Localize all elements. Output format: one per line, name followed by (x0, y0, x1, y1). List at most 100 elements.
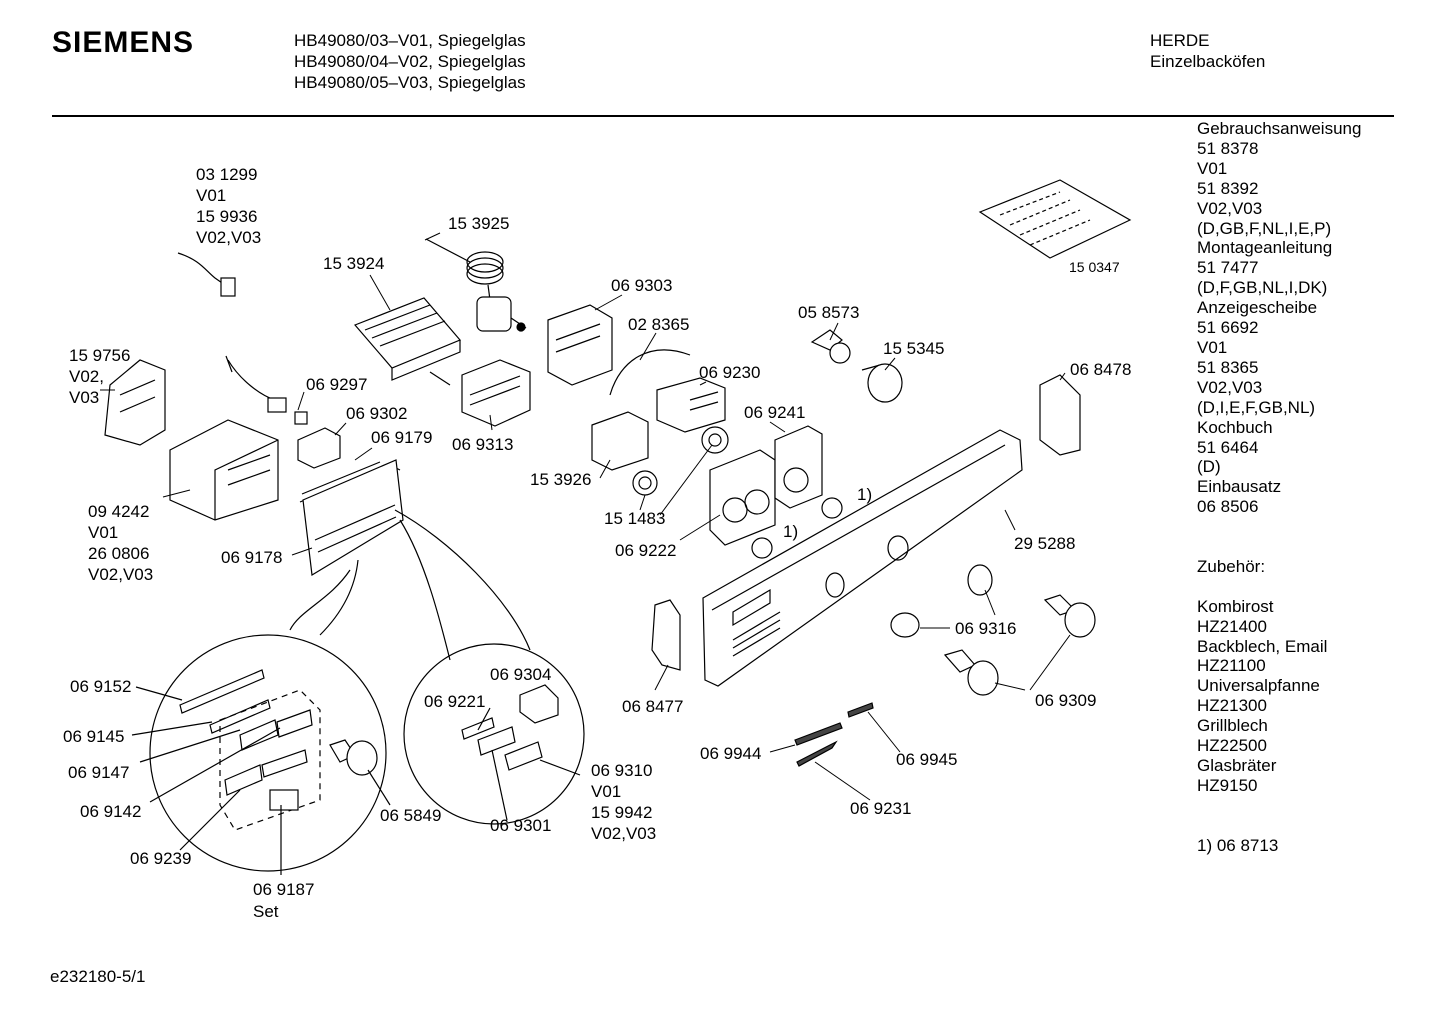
sidebar-line: HZ21400 (1197, 616, 1267, 636)
sidebar-line: HZ21300 (1197, 696, 1267, 716)
sidebar-line: Montageanleitung (1197, 238, 1333, 258)
model-line: HB49080/03–V01, Spiegelglas (294, 31, 526, 50)
model-list: HB49080/03–V01, Spiegelglas HB49080/04–V… (294, 30, 526, 93)
part-label: 06 9187 (253, 880, 315, 899)
part-label: 02 8365 (628, 315, 690, 334)
sidebar-line: 51 8365 (1197, 357, 1259, 377)
part-label: 06 9239 (130, 849, 192, 868)
part-label: 06 9303 (611, 276, 673, 295)
part-label: 15 9936 (196, 207, 258, 226)
sidebar-line: (D,I,E,F,GB,NL) (1197, 397, 1316, 417)
category-line: Einzelbacköfen (1150, 52, 1266, 71)
part-label: V01 (88, 523, 119, 542)
sidebar-line: Anzeigescheibe (1197, 298, 1318, 318)
wire-harness-part (177, 252, 236, 297)
drawing-code: e232180-5/1 (50, 967, 146, 986)
model-line: HB49080/04–V02, Spiegelglas (294, 52, 526, 71)
part-label: V02, (69, 367, 104, 386)
sidebar-line: Glasbräter (1197, 755, 1277, 775)
part-label: 06 9147 (68, 763, 130, 782)
sidebar-line: Einbausatz (1197, 477, 1282, 497)
knob-insert-part (632, 426, 729, 496)
part-label: 06 9316 (955, 619, 1017, 638)
header-divider (52, 115, 1394, 117)
sidebar-line: Backblech, Email (1197, 636, 1328, 656)
leader-lines (100, 232, 1071, 801)
sidebar-line: (D,GB,F,NL,I,E,P) (1197, 218, 1332, 238)
part-label: 06 8478 (1070, 360, 1132, 379)
part-label: 15 0347 (1069, 259, 1120, 275)
circuit-board-part (299, 459, 404, 576)
relay-part (656, 377, 726, 433)
part-label: V02,V03 (88, 565, 154, 584)
part-label: 06 9310 (591, 761, 653, 780)
sidebar-line: 51 6692 (1197, 318, 1259, 338)
knob-part (890, 564, 1096, 696)
clip-part (794, 702, 874, 767)
sidebar-line: 06 8506 (1197, 497, 1259, 517)
sidebar-line: 51 8378 (1197, 138, 1259, 158)
wire-part (609, 349, 691, 396)
part-label: V01 (196, 186, 227, 205)
connector-part (297, 427, 341, 469)
sidebar-line: 1) 06 8713 (1197, 835, 1279, 855)
footnote-marker: 1) (783, 522, 799, 541)
category-line: HERDE (1150, 31, 1210, 50)
sidebar-line: 51 7477 (1197, 258, 1259, 278)
control-panel-part (702, 429, 1023, 687)
side-bracket-part (651, 599, 681, 671)
thermostat-part (425, 238, 527, 332)
part-label: 06 9944 (700, 744, 762, 763)
part-label: 03 1299 (196, 165, 258, 184)
part-label: 15 3924 (323, 254, 385, 273)
module-part (591, 411, 649, 471)
model-line: HB49080/05–V03, Spiegelglas (294, 73, 526, 92)
bracket-part (461, 304, 613, 427)
sidebar-line: HZ9150 (1197, 775, 1258, 795)
part-label: 06 9297 (306, 375, 368, 394)
switch-block-part (353, 297, 461, 386)
part-label: 06 9152 (70, 677, 132, 696)
part-label: 15 3925 (448, 214, 510, 233)
part-label: 15 1483 (604, 509, 666, 528)
side-bracket-part (1039, 374, 1081, 456)
sidebar-line: Gebrauchsanweisung (1197, 119, 1362, 138)
sidebar-line: Zubehör: (1197, 556, 1266, 576)
part-label: 15 9942 (591, 803, 653, 822)
wire-part (225, 355, 233, 373)
part-label: 06 9145 (63, 727, 125, 746)
timer-part (169, 359, 287, 521)
part-label: 06 9221 (424, 692, 486, 711)
part-label: 06 9313 (452, 435, 514, 454)
holder-part (104, 359, 166, 446)
siemens-logo: SIEMENS (52, 26, 195, 59)
part-label: 15 5345 (883, 339, 945, 358)
part-label: 06 9222 (615, 541, 677, 560)
sidebar-line: 51 6464 (1197, 437, 1259, 457)
connector-part (294, 411, 308, 425)
part-label: 06 9230 (699, 363, 761, 382)
part-label: 06 9179 (371, 428, 433, 447)
part-label: 06 9301 (490, 816, 552, 835)
lamp-part (810, 329, 903, 403)
sidebar-line: HZ21100 (1197, 656, 1266, 676)
part-label: 06 9302 (346, 404, 408, 423)
sidebar-line: Grillblech (1197, 716, 1268, 736)
part-label: 15 3926 (530, 470, 592, 489)
sidebar-line: 51 8392 (1197, 178, 1259, 198)
part-label: 05 8573 (798, 303, 860, 322)
sidebar-line: Universalpfanne (1197, 676, 1320, 696)
part-label: V02,V03 (196, 228, 262, 247)
sidebar-line: Kochbuch (1197, 417, 1273, 437)
footnote-marker: 1) (857, 485, 873, 504)
part-label: 29 5288 (1014, 534, 1076, 553)
part-label: 06 9241 (744, 403, 806, 422)
screw-bag-part (978, 179, 1132, 259)
sidebar-line: HZ22500 (1197, 736, 1267, 756)
detail-circle-left (131, 559, 391, 875)
part-label: 26 0806 (88, 544, 150, 563)
part-label: 06 9945 (896, 750, 958, 769)
part-label: 06 9304 (490, 665, 552, 684)
